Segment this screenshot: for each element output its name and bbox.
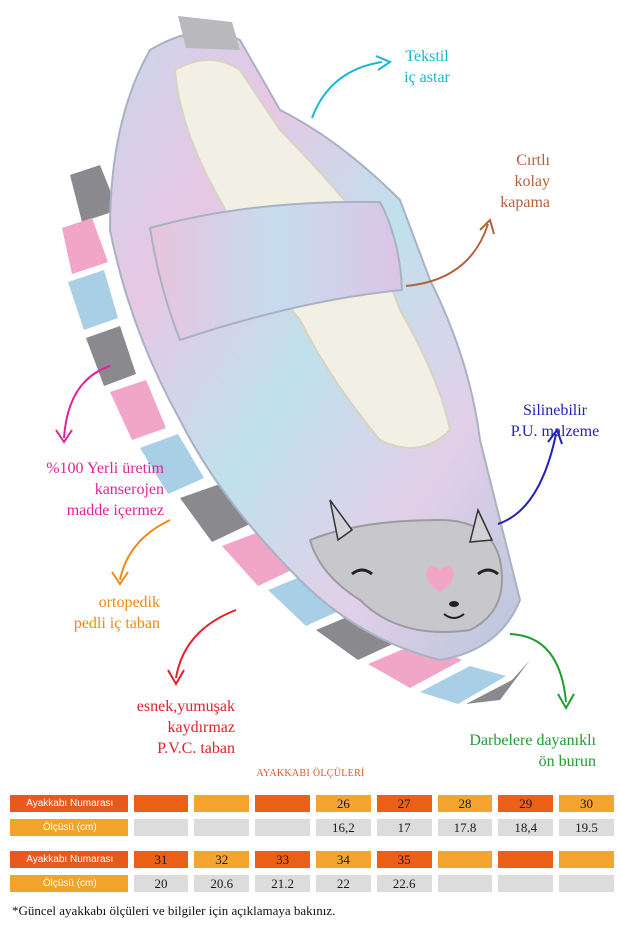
row-label: Ölçüsü (cm) — [10, 875, 128, 892]
size-row-measures: Ölçüsü (cm) 20 20.6 21.2 22 22.6 — [10, 875, 614, 892]
size-cell: 35 — [376, 851, 432, 868]
size-cell — [194, 795, 250, 812]
velcro-strap — [148, 200, 404, 342]
measure-cell: 22.6 — [376, 875, 432, 892]
measure-cell: 20 — [133, 875, 189, 892]
measure-cell — [255, 819, 310, 836]
measure-cell — [559, 875, 614, 892]
callout-orthopedic-insole: ortopedik pedli iç taban — [73, 594, 160, 632]
size-cell — [498, 851, 554, 868]
cat-face — [329, 499, 499, 619]
size-cell: 30 — [559, 795, 614, 812]
row-label: Ayakkabı Numarası — [10, 795, 128, 812]
size-cell: 32 — [194, 851, 250, 868]
callout-textile-lining: Tekstil iç astar — [404, 48, 450, 86]
size-cell — [437, 851, 493, 868]
measure-cell: 21.2 — [255, 875, 310, 892]
product-image: Tekstil iç astar Cırtlı kolay kapama Sil… — [46, 16, 600, 770]
callout-pvc-sole: esnek,yumuşak kaydırmaz P.V.C. taban — [136, 698, 235, 757]
size-cell: 33 — [255, 851, 310, 868]
size-cell: 31 — [133, 851, 189, 868]
measure-cell: 17 — [376, 819, 432, 836]
size-row-numbers: Ayakkabı Numarası 26 27 28 29 30 — [10, 795, 614, 812]
size-cell — [255, 795, 310, 812]
measure-cell: 16,2 — [315, 819, 371, 836]
row-label: Ölçüsü (cm) — [10, 819, 128, 836]
size-row-measures: Ölçüsü (cm) 16,2 17 17.8 18,4 19.5 — [10, 819, 614, 836]
size-table-1: Ayakkabı Numarası 26 27 28 29 30 Ölçüsü … — [10, 795, 614, 843]
shoe-illustration — [55, 16, 575, 711]
size-chart-title: AYAKKABI ÖLÇÜLERİ — [256, 768, 365, 779]
measure-cell — [498, 875, 554, 892]
size-cell — [133, 795, 189, 812]
size-cell: 26 — [315, 795, 371, 812]
footnote: *Güncel ayakkabı ölçüleri ve bilgiler iç… — [12, 903, 336, 918]
callout-local-production: %100 Yerli üretim kanserojen madde içerm… — [46, 460, 164, 519]
size-cell: 29 — [498, 795, 554, 812]
measure-cell: 22 — [315, 875, 371, 892]
heel-tab — [178, 16, 240, 50]
size-cell — [559, 851, 614, 868]
size-cell: 34 — [315, 851, 371, 868]
size-row-numbers: Ayakkabı Numarası 31 32 33 34 35 — [10, 851, 614, 868]
measure-cell: 19.5 — [559, 819, 614, 836]
measure-cell: 17.8 — [437, 819, 493, 836]
measure-cell — [133, 819, 189, 836]
callout-velcro-closure: Cırtlı kolay kapama — [500, 152, 550, 211]
size-cell: 27 — [376, 795, 432, 812]
measure-cell: 18,4 — [498, 819, 554, 836]
size-cell: 28 — [437, 795, 493, 812]
measure-cell — [437, 875, 493, 892]
callout-wipeable-pu: Silinebilir P.U. malzeme — [510, 402, 600, 440]
row-label: Ayakkabı Numarası — [10, 851, 128, 868]
callout-impact-toe: Darbelere dayanıklı ön burun — [469, 732, 596, 770]
size-table-2: Ayakkabı Numarası 31 32 33 34 35 Ölçüsü … — [10, 851, 614, 899]
measure-cell: 20.6 — [194, 875, 250, 892]
callout-arrows — [55, 55, 575, 711]
measure-cell — [194, 819, 250, 836]
